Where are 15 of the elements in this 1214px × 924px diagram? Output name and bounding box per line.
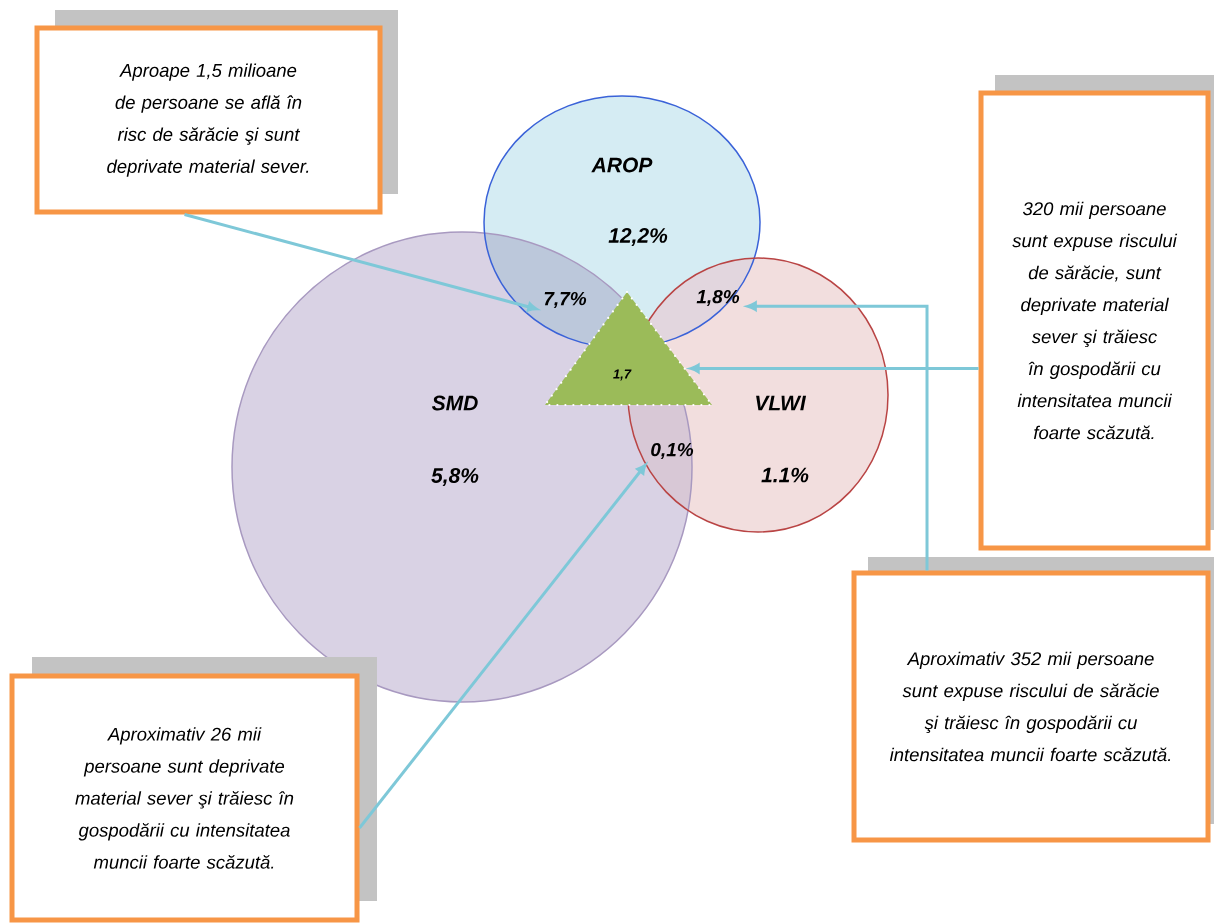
arrow (358, 463, 647, 829)
callout-box: Aproximativ 26 mii persoane sunt deprivate material sever şi trăiesc în gospodării cu intensitatea muncii foarte scăzută. (9, 657, 377, 923)
callout-box: 320 mii persoane sunt expuse riscului de sărăcie, sunt deprivate material sever şi trăiesc în gospodării cu intensitatea muncii foarte scăzută. (978, 75, 1214, 551)
circle-label: 5,8% (431, 468, 479, 486)
arrow (746, 301, 929, 571)
circle-label: AROP (591, 157, 653, 173)
circle-label: VLWI (756, 395, 807, 411)
circle-label: 12,2% (608, 228, 668, 246)
callout-box: Aproximativ 352 mii persoane sunt expuse riscului de sărăcie şi trăiesc în gospodării cu intensitatea muncii foarte scăzută. (851, 557, 1214, 843)
region-value: 0,1% (651, 442, 694, 460)
region-value: 7,7% (544, 291, 587, 309)
circle-label: 1.1% (761, 467, 809, 483)
callout-box: Aproape 1,5 milioane de persoane se află în risc de sărăcie şi sunt deprivate material sever. (34, 10, 398, 215)
arrow (184, 213, 538, 312)
circle-label: SMD (431, 395, 478, 411)
